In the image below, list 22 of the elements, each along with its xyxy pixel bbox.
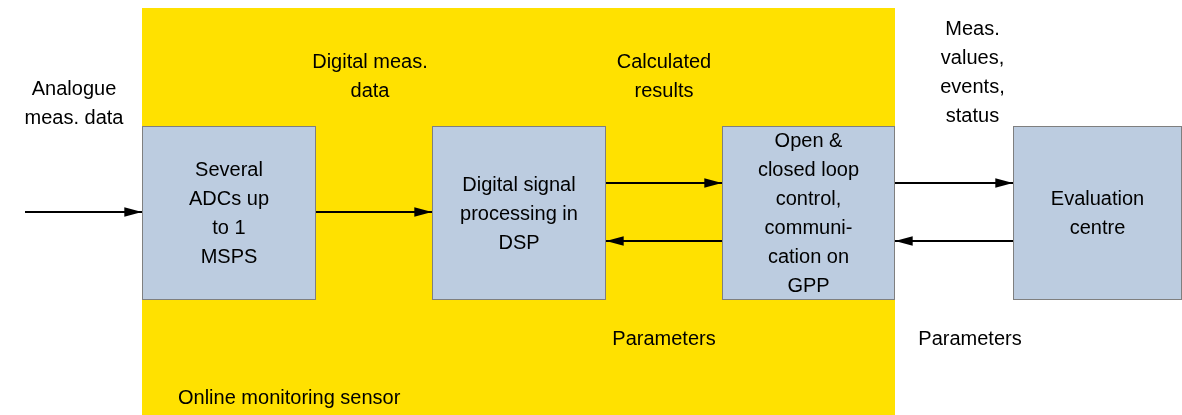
process-box bbox=[142, 126, 316, 300]
process-box bbox=[1013, 126, 1182, 300]
arrow bbox=[894, 178, 1014, 188]
flow-label: Parameters bbox=[611, 326, 717, 351]
process-box bbox=[432, 126, 606, 300]
arrow bbox=[605, 178, 723, 188]
panel-title: Online monitoring sensor bbox=[178, 385, 401, 409]
box-label: Several ADCs up to 1 MSPS bbox=[188, 157, 270, 269]
flow-label: Calculated results bbox=[615, 49, 713, 103]
arrow bbox=[315, 207, 433, 217]
process-box bbox=[722, 126, 895, 300]
sensor-panel bbox=[142, 8, 895, 415]
flow-label: Digital meas. data bbox=[311, 49, 429, 103]
arrow bbox=[605, 236, 723, 246]
flow-label: Parameters bbox=[917, 326, 1023, 351]
arrow bbox=[24, 207, 143, 217]
arrow bbox=[894, 236, 1014, 246]
box-label: Open & closed loop control, communi- cation on GPP bbox=[756, 128, 861, 298]
flow-label: Meas. values, events, status bbox=[939, 16, 1006, 128]
box-label: Digital signal processing in DSP bbox=[459, 171, 579, 255]
flow-label: Analogue meas. data bbox=[23, 76, 125, 130]
box-label: Evaluation centre bbox=[1049, 186, 1146, 240]
